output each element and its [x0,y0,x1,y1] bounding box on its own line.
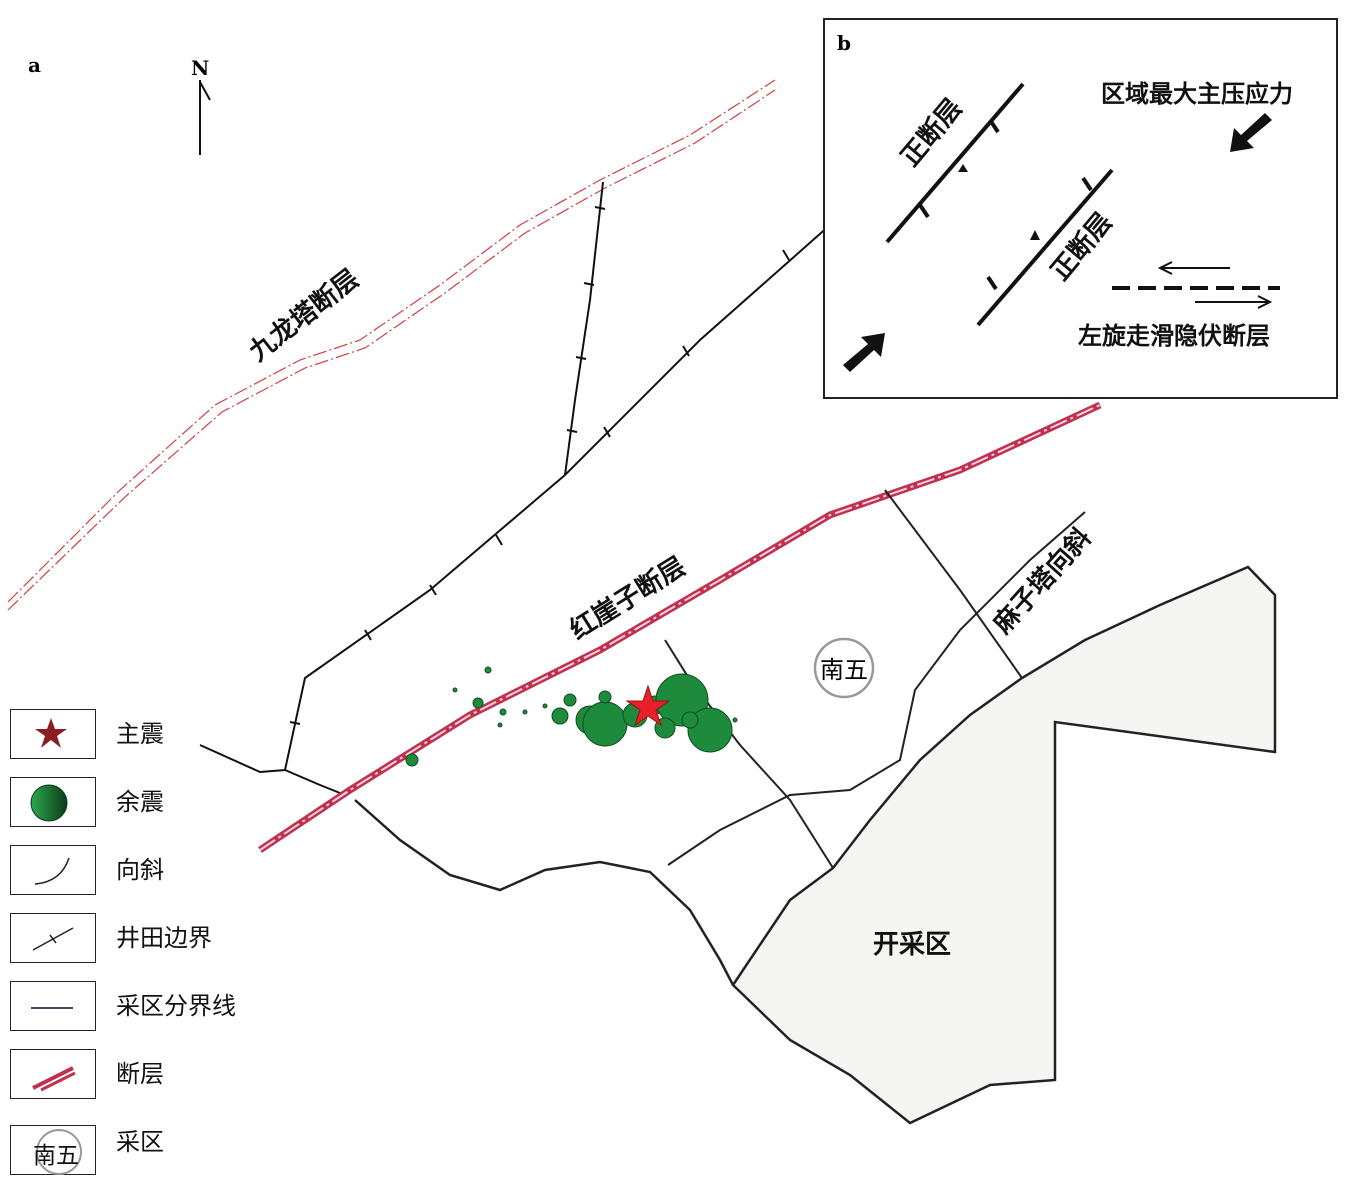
aftershock-circle-icon [30,784,68,822]
legend-item-aftershock [10,777,96,827]
mined-area: 开采区 [731,565,1277,1125]
jiulongta-fault-label: 九龙塔断层 [242,263,364,368]
inset-panel-b: b 正断层 正断层 区域最大主压应力 [823,18,1338,399]
mine-boundary-ticks [289,206,790,725]
normal-fault-2-label: 正断层 [1045,207,1119,287]
jiulongta-fault [7,79,776,611]
normal-fault-2 [976,168,1114,327]
aftershock [582,701,628,747]
north-label: N [191,56,209,80]
mining-district-icon [36,1129,82,1175]
legend-item-mine-boundary [10,913,96,963]
aftershock [497,722,503,728]
mine-boundary-icon [32,927,74,951]
aftershock [522,709,528,715]
legend-label-fault: 断层 [116,1060,164,1088]
legend-item-mainshock [10,709,96,759]
legend-label-mine-boundary: 井田边界 [116,924,212,952]
mined-area-label: 开采区 [873,930,951,960]
mining-district-marker: 南五 [813,637,875,699]
aftershock [405,753,419,767]
legend-item-district-boundary [10,981,96,1031]
strike-slip-fault [1112,261,1280,309]
fault-icon [32,1066,76,1092]
panel-a-label: a [28,53,41,77]
aftershock [655,673,709,727]
legend-item-syncline [10,845,96,895]
mine-field-boundary [199,181,831,796]
normal-fault-1 [885,82,1025,244]
fault-ball-icon [1030,230,1040,240]
south-boundary [354,799,735,986]
legend-label-mainshock: 主震 [116,720,164,748]
mainshock-star-icon [35,718,67,748]
stress-arrow-icon [843,113,1272,372]
fault-ball-icon [958,164,968,172]
legend-item-fault [10,1049,96,1099]
aftershock [598,690,612,704]
panel-b-label: b [837,31,851,55]
north-arrow-icon: N [191,56,211,155]
mazita-syncline-label: 麻子塔向斜 [986,522,1097,640]
aftershock-cluster [405,666,738,767]
syncline-icon [34,857,70,885]
aftershock [472,697,484,709]
stress-label: 区域最大主压应力 [1101,80,1293,108]
aftershock [499,708,507,716]
mainshock-star-icon [625,684,671,727]
legend-label-aftershock: 余震 [116,788,164,816]
legend-label-mining-district: 采区 [116,1128,164,1156]
hongyazi-fault [258,401,1102,853]
legend-label-syncline: 向斜 [116,856,164,884]
legend-district-sample: 南五 [33,1143,79,1169]
district-boundaries [664,489,1086,869]
aftershock [563,693,577,707]
strike-slip-label: 左旋走滑隐伏断层 [1078,322,1270,350]
legend-item-mining-district: 南五 [10,1125,96,1175]
aftershock [681,711,699,729]
aftershock [484,666,492,674]
aftershock [687,707,733,753]
aftershock [542,703,548,709]
aftershock [732,717,738,723]
aftershock [551,707,569,725]
aftershock [452,687,458,693]
legend-label-district-boundary: 采区分界线 [116,992,236,1020]
mining-district-label: 南五 [820,656,868,684]
